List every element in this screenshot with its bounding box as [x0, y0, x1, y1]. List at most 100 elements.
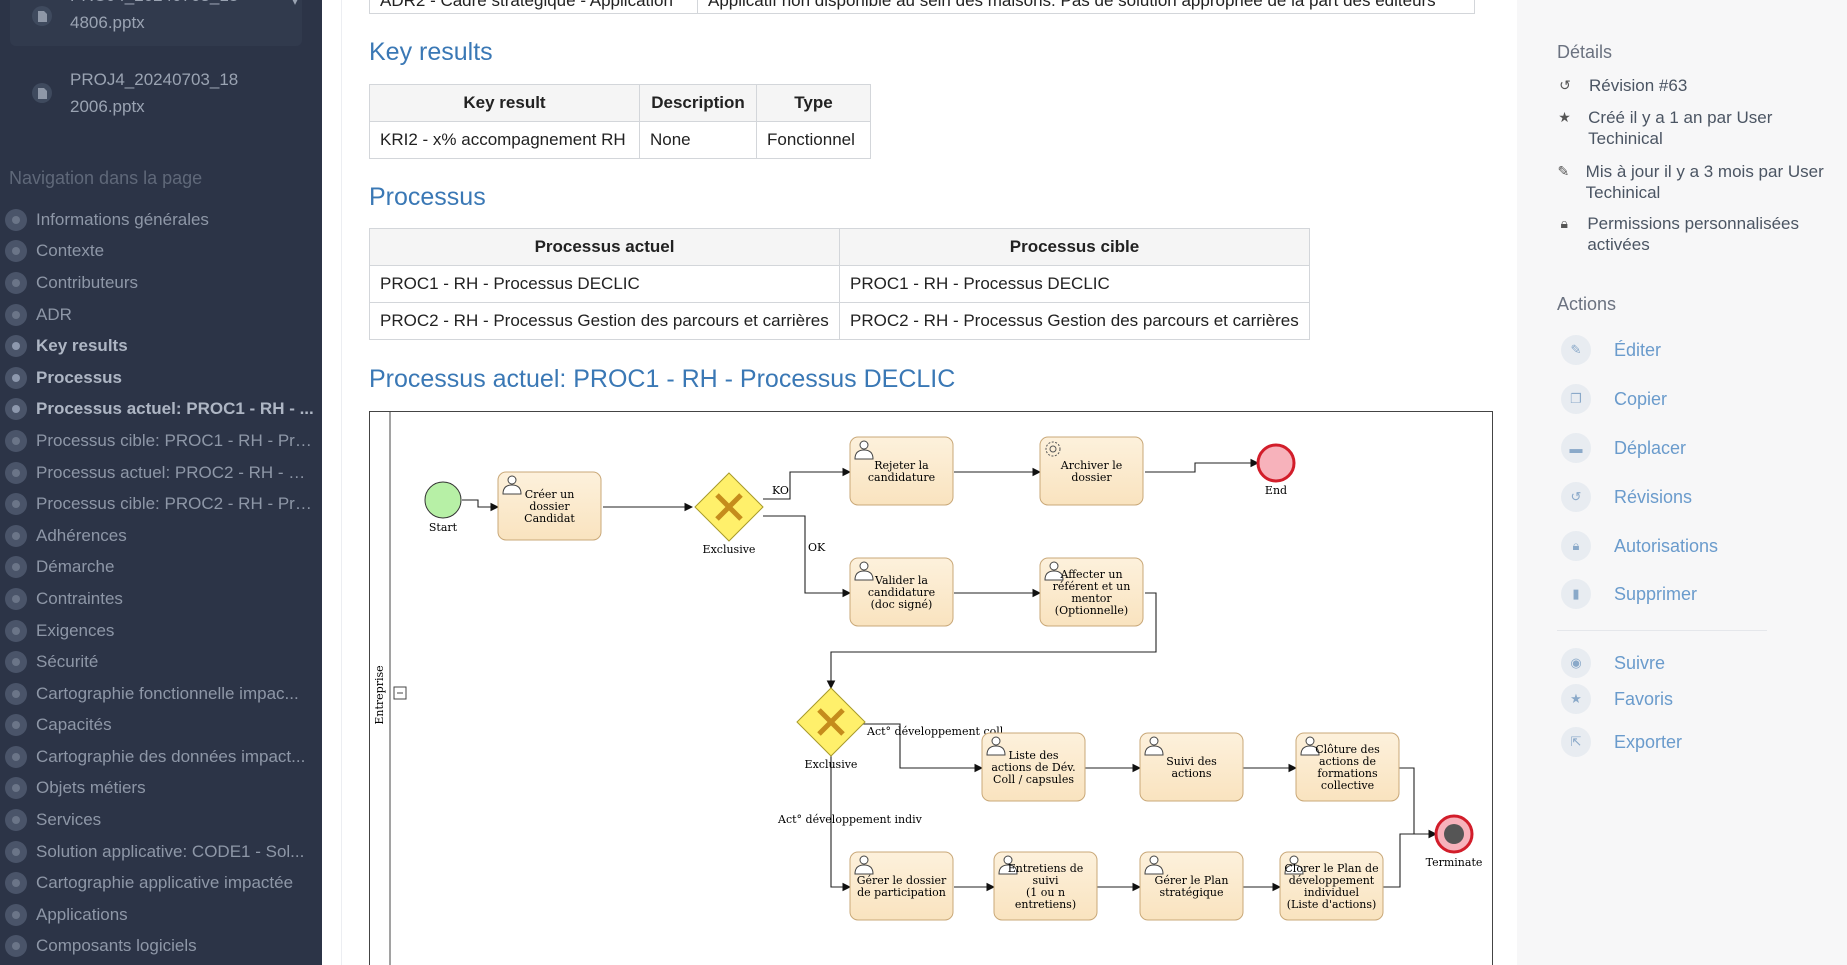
nav-item-label: Processus actuel: PROC2 - RH - Pr...	[36, 462, 316, 482]
nav-bullet-icon	[5, 903, 27, 926]
nav-item[interactable]: Cartographie applicative impactée	[5, 867, 317, 899]
action-révisions[interactable]: ↺Révisions	[1561, 482, 1692, 512]
nav-bullet-icon	[5, 714, 27, 737]
table-cell: Applicatif non disponible au sein des ma…	[708, 0, 1436, 10]
task-label: Candidat	[524, 512, 575, 525]
file-name: PROJ4_20240703_18 2006.pptx	[70, 70, 239, 116]
task-label: entretiens)	[1015, 898, 1076, 911]
nav-bullet-icon	[5, 840, 27, 863]
attachment-file-item[interactable]: PROJ4_20240703_18 2006.pptx	[10, 66, 302, 120]
nav-item[interactable]: Contexte	[5, 236, 317, 268]
nav-item-label: Cartographie fonctionnelle impac...	[36, 683, 299, 703]
task-clorer[interactable]: Clorer le Plan dedéveloppementindividuel…	[1279, 851, 1384, 921]
action-éditer[interactable]: ✎Éditer	[1561, 335, 1661, 365]
chevron-down-icon[interactable]: ▾	[291, 0, 298, 8]
start-event[interactable]	[424, 481, 462, 519]
nav-item[interactable]: Processus	[5, 362, 317, 394]
exclusive-gateway[interactable]	[796, 687, 866, 757]
nav-item[interactable]: Composants logiciels	[5, 931, 317, 963]
nav-bullet-icon	[5, 556, 27, 579]
nav-item[interactable]: Services	[5, 804, 317, 836]
task-label: dossier	[1071, 471, 1112, 484]
processus-table: Processus actuel Processus cible PROC1 -…	[369, 228, 1310, 340]
end-event[interactable]	[1256, 443, 1296, 483]
nav-item[interactable]: Adhérences	[5, 520, 317, 552]
nav-bullet-icon	[5, 303, 27, 326]
action-label: Supprimer	[1614, 583, 1698, 604]
action-copier[interactable]: ❐Copier	[1561, 384, 1667, 414]
detail-text: Permissions personnalisées activées	[1587, 214, 1799, 254]
action-autorisations[interactable]: 🔒︎Autorisations	[1561, 531, 1718, 561]
section-title-key-results: Key results	[369, 38, 493, 66]
task-label: Entretiens de	[1008, 862, 1084, 875]
nav-item[interactable]: Applications	[5, 899, 317, 931]
task-label: actions de Dév.	[991, 761, 1075, 774]
nav-bullet-icon	[5, 682, 27, 705]
nav-item-label: Processus cible: PROC2 - RH - Pro...	[36, 494, 316, 514]
action-suivre[interactable]: ◉ Suivre	[1561, 648, 1665, 678]
nav-item[interactable]: Objets métiers	[5, 773, 317, 805]
nav-item[interactable]: Capacités	[5, 710, 317, 742]
nav-item[interactable]: Processus actuel: PROC2 - RH - Pr...	[5, 457, 317, 489]
task-label: individuel	[1304, 886, 1360, 899]
user-icon	[502, 475, 522, 495]
task-label: Archiver le	[1060, 459, 1122, 472]
nav-item[interactable]: Contraintes	[5, 583, 317, 615]
nav-item[interactable]: Informations générales	[5, 204, 317, 236]
action-favoris[interactable]: ★Favoris	[1561, 684, 1673, 714]
user-icon	[854, 561, 874, 581]
file-name: PROJ4_20240703_18 4806.pptx	[70, 0, 238, 32]
nav-item[interactable]: Key results	[5, 330, 317, 362]
nav-item-label: Processus cible: PROC1 - RH - Pro...	[36, 430, 316, 450]
exclusive-gateway[interactable]	[694, 472, 764, 542]
task-label: dossier	[529, 500, 570, 513]
gear-icon	[1045, 441, 1061, 457]
nav-item[interactable]: Exigences	[5, 615, 317, 647]
nav-item[interactable]: Contributeurs	[5, 267, 317, 299]
nav-item[interactable]: Processus cible: PROC1 - RH - Pro...	[5, 425, 317, 457]
task-label: Créer un	[525, 488, 575, 501]
action-exporter[interactable]: ⇱Exporter	[1561, 727, 1682, 757]
action-label: Déplacer	[1614, 437, 1687, 458]
task-label: Suivi des	[1166, 755, 1217, 768]
file-icon	[32, 83, 52, 103]
nav-item[interactable]: ADR	[5, 299, 317, 331]
user-icon	[854, 855, 874, 875]
nav-item[interactable]: Cartographie fonctionnelle impac...	[5, 678, 317, 710]
nav-item[interactable]: Processus cible: PROC2 - RH - Pro...	[5, 488, 317, 520]
task-label: de participation	[857, 886, 946, 899]
task-label: développement	[1289, 874, 1375, 887]
nav-item[interactable]: Processus actuel: PROC1 - RH - ...	[5, 394, 317, 426]
attachment-file-item[interactable]: PROJ4_20240703_18 4806.pptx ▾	[10, 0, 302, 46]
action-label: Suivre	[1614, 652, 1666, 673]
nav-item-label: Objets métiers	[36, 778, 146, 798]
nav-item-label: Contraintes	[36, 588, 123, 608]
action-label: Révisions	[1614, 486, 1693, 507]
table-row: PROC1 - RH - Processus DECLIC PROC1 - RH…	[369, 265, 1310, 303]
flow-label: Act° développement indiv	[777, 813, 923, 826]
task-label: formations	[1317, 767, 1378, 780]
nav-item[interactable]: Sécurité	[5, 646, 317, 678]
user-icon	[1284, 855, 1304, 875]
nav-item[interactable]: Démarche	[5, 552, 317, 584]
detail-item: ★Créé il y a 1 an par User Techinical	[1557, 107, 1837, 149]
task-label: Clôture des	[1315, 743, 1380, 756]
action-déplacer[interactable]: ▬Déplacer	[1561, 433, 1686, 463]
nav-item[interactable]: Solution applicative: CODE1 - Sol...	[5, 836, 317, 868]
action-supprimer[interactable]: ▮Supprimer	[1561, 579, 1697, 609]
nav-item[interactable]: Cartographie des données impact...	[5, 741, 317, 773]
nav-bullet-icon	[5, 651, 27, 674]
eye-icon: ◉	[1561, 648, 1591, 678]
table-cell: PROC2 - RH - Processus Gestion des parco…	[369, 302, 840, 340]
